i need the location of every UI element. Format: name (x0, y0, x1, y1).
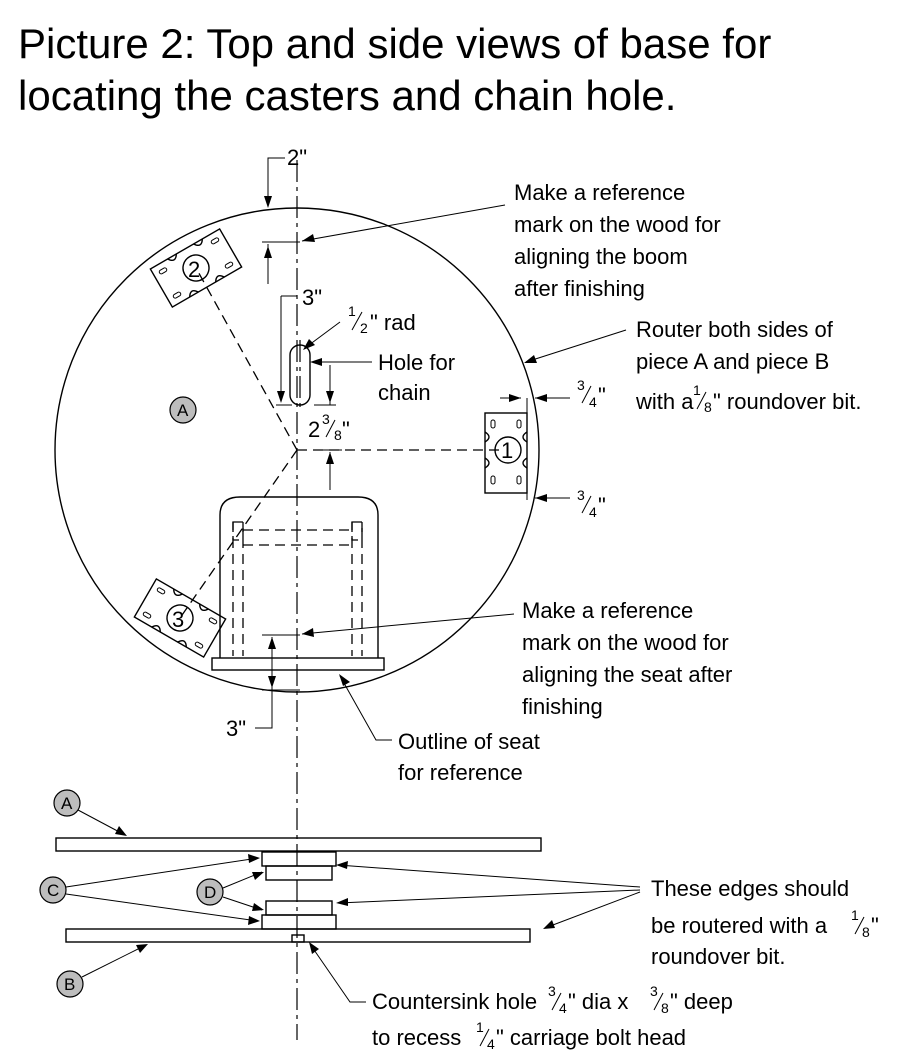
chain-slot (289, 340, 311, 410)
boom-reference-mark (262, 204, 506, 284)
svg-text:8: 8 (661, 1000, 669, 1016)
slot-radius-unit: " rad (370, 310, 416, 335)
seat-outline (211, 496, 385, 671)
piece-d-bubble (196, 878, 224, 906)
caster-3-layout-line (179, 449, 298, 619)
svg-text:4: 4 (589, 504, 597, 520)
seat-outline-note: Outline of seat for reference (398, 729, 546, 785)
title-line-2: locating the casters and chain hole. (18, 72, 677, 119)
piece-c-label: C (47, 881, 59, 900)
caster-2 (149, 227, 243, 309)
svg-text:" roundover bit.: " roundover bit. (713, 389, 861, 414)
seat-offset-label: 3" (226, 716, 246, 741)
piece-b-bubble (56, 970, 84, 998)
svg-text:": " (871, 913, 879, 938)
seat-outline-callout (339, 674, 392, 741)
svg-text:1: 1 (476, 1019, 484, 1035)
center-offset-den: 8 (334, 427, 342, 443)
piece-b-label: B (64, 975, 75, 994)
edges-routered-line1: These edges should (651, 876, 849, 901)
center-offset-unit: " (342, 417, 350, 442)
caster-1-label: 1 (501, 438, 513, 463)
piece-a-bubble (169, 396, 197, 424)
router-sides-callout (524, 329, 627, 363)
caster-3-label: 3 (172, 607, 184, 632)
svg-text:" deep: " deep (670, 989, 733, 1014)
svg-text:4: 4 (559, 1000, 567, 1016)
spacer-c-lower (261, 914, 337, 930)
seat-mark-note: Make a reference mark on the wood for al… (522, 598, 739, 719)
router-sides-line3: with a 1 8 " roundover bit. (635, 382, 861, 415)
countersink-line1: Countersink hole 3 4 " dia x 3 8 " deep (372, 983, 733, 1016)
svg-text:3: 3 (577, 377, 585, 393)
boom-mark-note: Make a reference mark on the wood for al… (514, 180, 727, 301)
chain-hole-note: Hole for chain (378, 350, 461, 405)
svg-text:8: 8 (862, 924, 870, 940)
svg-text:4: 4 (487, 1036, 495, 1052)
svg-text:3: 3 (577, 487, 585, 503)
center-offset-whole: 2 (308, 417, 320, 442)
edges-routered-line3: roundover bit. (651, 944, 786, 969)
countersink-callout (309, 942, 366, 1003)
svg-text:to recess: to recess (372, 1025, 461, 1050)
edges-routered-callout (336, 861, 641, 929)
caster-edge-dimension-bottom: 3 4 " (577, 487, 606, 520)
svg-text:1: 1 (693, 382, 701, 398)
svg-text:": " (598, 383, 606, 408)
countersink-hole (291, 934, 305, 943)
svg-text:be routered with a: be routered with a (651, 913, 828, 938)
top-view: 2" Make a reference mark on the wood for… (54, 145, 861, 1040)
chain-hole-callout (310, 358, 372, 406)
edges-routered-line2: be routered with a 1 8 " (651, 907, 879, 940)
caster-2-layout-line (195, 267, 298, 451)
svg-text:8: 8 (704, 399, 712, 415)
piece-a-label: A (177, 401, 189, 420)
spacer-c-upper (261, 851, 337, 867)
svg-text:" dia x: " dia x (568, 989, 628, 1014)
svg-text:with a: with a (635, 389, 694, 414)
center-offset-dimension: 2 3 8 " (308, 411, 350, 490)
svg-text:" carriage bolt head: " carriage bolt head (496, 1025, 686, 1050)
diagram-title: Picture 2: Top and side views of base fo… (18, 18, 908, 122)
caster-1: 1 (484, 394, 570, 502)
svg-text:3: 3 (650, 983, 658, 999)
top-offset-dimension: 2" (264, 145, 307, 208)
title-line-1: Picture 2: Top and side views of base fo… (18, 20, 772, 67)
slot-offset-label: 3" (302, 285, 322, 310)
svg-text:Countersink hole: Countersink hole (372, 989, 537, 1014)
slot-radius-callout: 1 2 " rad (303, 303, 416, 350)
countersink-line2: to recess 1 4 " carriage bolt head (372, 1019, 686, 1052)
side-view: A C D B These edges should (39, 789, 879, 1052)
slot-radius-num: 1 (348, 303, 356, 319)
piece-d-label: D (204, 883, 216, 902)
svg-text:4: 4 (589, 394, 597, 410)
slot-radius-den: 2 (360, 320, 368, 336)
caster-2-label: 2 (188, 257, 200, 282)
piece-a-side (55, 837, 542, 852)
spacer-d-lower (265, 900, 333, 916)
piece-a-side-label: A (61, 794, 73, 813)
router-sides-note: Router both sides of piece A and piece B (636, 317, 839, 374)
center-offset-num: 3 (322, 411, 330, 427)
top-offset-label: 2" (287, 145, 307, 170)
svg-text:3: 3 (548, 983, 556, 999)
caster-3 (133, 577, 227, 659)
svg-text:1: 1 (851, 907, 859, 923)
seat-reference-mark (255, 613, 515, 729)
svg-text:": " (598, 493, 606, 518)
piece-c-bubble (39, 876, 67, 904)
spacer-d-upper (265, 865, 333, 881)
caster-edge-dimension-top: 3 4 " (577, 377, 606, 410)
slot-offset-dimension: 3" (276, 285, 322, 406)
piece-a-side-bubble (53, 789, 81, 817)
